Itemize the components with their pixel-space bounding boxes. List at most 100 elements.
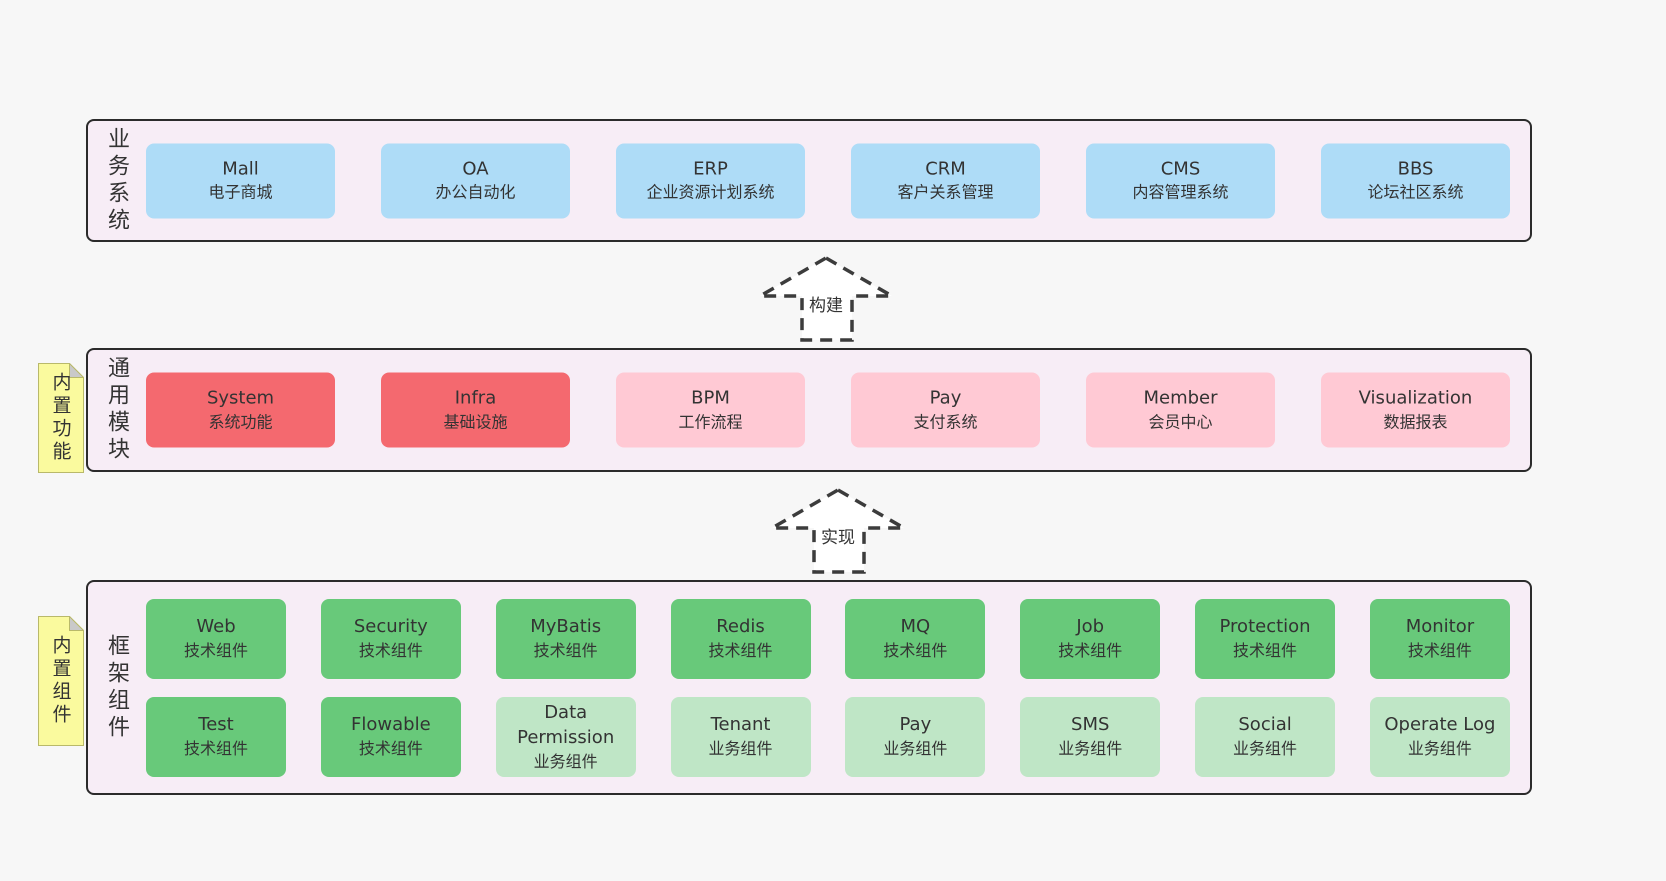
- box-redis: Redis 技术组件: [670, 598, 811, 679]
- box-cms: CMS 内容管理系统: [1086, 143, 1275, 218]
- box-subtitle: 技术组件: [708, 640, 773, 660]
- box-member: Member 会员中心: [1086, 372, 1275, 448]
- box-pay: Pay 支付系统: [851, 372, 1040, 448]
- box-bpm: BPM 工作流程: [616, 372, 805, 448]
- layer-framework-components: 框架组件 Web 技术组件 Security 技术组件 MyBatis 技术组件…: [86, 580, 1532, 795]
- box-title: Security: [353, 616, 428, 638]
- layer-label-modules: 通用模块: [104, 356, 129, 464]
- box-tenant: Tenant 业务组件: [670, 696, 811, 777]
- box-sms: SMS 业务组件: [1020, 696, 1161, 777]
- box-subtitle: 技术组件: [1407, 640, 1472, 660]
- box-mybatis: MyBatis 技术组件: [495, 598, 636, 679]
- components-row-2: Test 技术组件 Flowable 技术组件 Data Permission …: [146, 696, 1510, 777]
- box-title: Flowable: [351, 714, 431, 736]
- box-subtitle: 基础设施: [443, 412, 508, 432]
- box-title: CRM: [925, 158, 966, 180]
- components-row-1: Web 技术组件 Security 技术组件 MyBatis 技术组件 Redi…: [146, 598, 1510, 679]
- box-subtitle: 业务组件: [1058, 738, 1123, 758]
- box-subtitle: 技术组件: [358, 738, 423, 758]
- box-oa: OA 办公自动化: [381, 143, 570, 218]
- box-subtitle: 数据报表: [1383, 412, 1448, 432]
- box-social: Social 业务组件: [1195, 696, 1336, 777]
- box-title: Redis: [716, 616, 765, 638]
- box-title: Mall: [222, 158, 259, 180]
- arrow-build: 构建: [753, 255, 899, 343]
- box-title: Infra: [454, 387, 497, 409]
- box-monitor: Monitor 技术组件: [1369, 598, 1510, 679]
- box-subtitle: 业务组件: [1407, 738, 1472, 758]
- box-subtitle: 会员中心: [1148, 412, 1213, 432]
- layer-label-components: 框架组件: [104, 633, 129, 742]
- sticky-note-icon: [38, 363, 84, 473]
- box-title: Tenant: [710, 714, 771, 736]
- box-flowable: Flowable 技术组件: [320, 696, 461, 777]
- box-subtitle: 业务组件: [883, 738, 948, 758]
- layer-label-business: 业务系统: [104, 126, 129, 235]
- box-title: Social: [1238, 714, 1292, 736]
- box-web: Web 技术组件: [146, 598, 286, 679]
- box-subtitle: 企业资源计划系统: [646, 182, 775, 202]
- box-subtitle: 系统功能: [208, 412, 273, 432]
- box-bbs: BBS 论坛社区系统: [1321, 143, 1510, 218]
- box-security: Security 技术组件: [320, 598, 461, 679]
- box-title: Pay: [929, 387, 962, 409]
- box-title: BBS: [1397, 158, 1434, 180]
- box-infra: Infra 基础设施: [381, 372, 570, 448]
- box-erp: ERP 企业资源计划系统: [616, 143, 805, 218]
- box-subtitle: 办公自动化: [435, 182, 516, 202]
- note-builtin-features: 内置功能: [38, 363, 84, 473]
- box-data-permission: Data Permission 业务组件: [495, 696, 636, 777]
- note-builtin-components: 内置组件: [38, 616, 84, 746]
- box-mall: Mall 电子商城: [146, 143, 335, 218]
- note-text: 内置组件: [49, 635, 72, 727]
- box-title: CMS: [1160, 158, 1201, 180]
- box-subtitle: 技术组件: [1233, 640, 1298, 660]
- box-subtitle: 技术组件: [358, 640, 423, 660]
- box-title: Test: [198, 714, 234, 736]
- box-subtitle: 技术组件: [183, 640, 248, 660]
- box-title: System: [206, 387, 275, 409]
- arrow-build-label: 构建: [806, 291, 846, 316]
- box-title: Operate Log: [1384, 714, 1496, 736]
- box-subtitle: 业务组件: [1233, 738, 1298, 758]
- box-title: MQ: [900, 616, 931, 638]
- box-title: Job: [1076, 616, 1105, 638]
- box-subtitle: 业务组件: [708, 738, 773, 758]
- box-protection: Protection 技术组件: [1195, 598, 1336, 679]
- box-title: Protection: [1219, 616, 1311, 638]
- sticky-note-icon: [38, 616, 84, 746]
- box-operate-log: Operate Log 业务组件: [1369, 696, 1510, 777]
- box-mq: MQ 技术组件: [845, 598, 986, 679]
- box-subtitle: 技术组件: [883, 640, 948, 660]
- box-title: OA: [462, 158, 489, 180]
- box-pay-component: Pay 业务组件: [845, 696, 986, 777]
- box-title: Member: [1143, 387, 1218, 409]
- layer-common-modules: 通用模块 System 系统功能 Infra 基础设施 BPM 工作流程 Pay…: [86, 348, 1532, 472]
- note-text: 内置功能: [49, 372, 72, 464]
- box-subtitle: 业务组件: [533, 751, 598, 771]
- box-subtitle: 论坛社区系统: [1367, 182, 1464, 202]
- box-title: Pay: [899, 714, 932, 736]
- box-job: Job 技术组件: [1020, 598, 1161, 679]
- box-system: System 系统功能: [146, 372, 335, 448]
- box-title: ERP: [693, 158, 728, 180]
- box-title: Visualization: [1358, 387, 1473, 409]
- box-subtitle: 内容管理系统: [1132, 182, 1229, 202]
- box-title: Monitor: [1405, 616, 1475, 638]
- box-subtitle: 技术组件: [183, 738, 248, 758]
- box-title: SMS: [1071, 714, 1110, 736]
- modules-box-row: System 系统功能 Infra 基础设施 BPM 工作流程 Pay 支付系统…: [146, 372, 1510, 448]
- box-subtitle: 工作流程: [678, 412, 743, 432]
- box-subtitle: 电子商城: [208, 182, 273, 202]
- box-visualization: Visualization 数据报表: [1321, 372, 1510, 448]
- box-title: MyBatis: [530, 616, 602, 638]
- components-rows: Web 技术组件 Security 技术组件 MyBatis 技术组件 Redi…: [146, 598, 1510, 777]
- arrow-implement-label: 实现: [818, 523, 858, 548]
- box-title: BPM: [691, 387, 730, 409]
- box-subtitle: 支付系统: [913, 412, 978, 432]
- box-subtitle: 客户关系管理: [897, 182, 994, 202]
- layer-business-systems: 业务系统 Mall 电子商城 OA 办公自动化 ERP 企业资源计划系统 CRM…: [86, 119, 1532, 242]
- business-box-row: Mall 电子商城 OA 办公自动化 ERP 企业资源计划系统 CRM 客户关系…: [146, 143, 1510, 218]
- arrow-implement: 实现: [765, 487, 911, 575]
